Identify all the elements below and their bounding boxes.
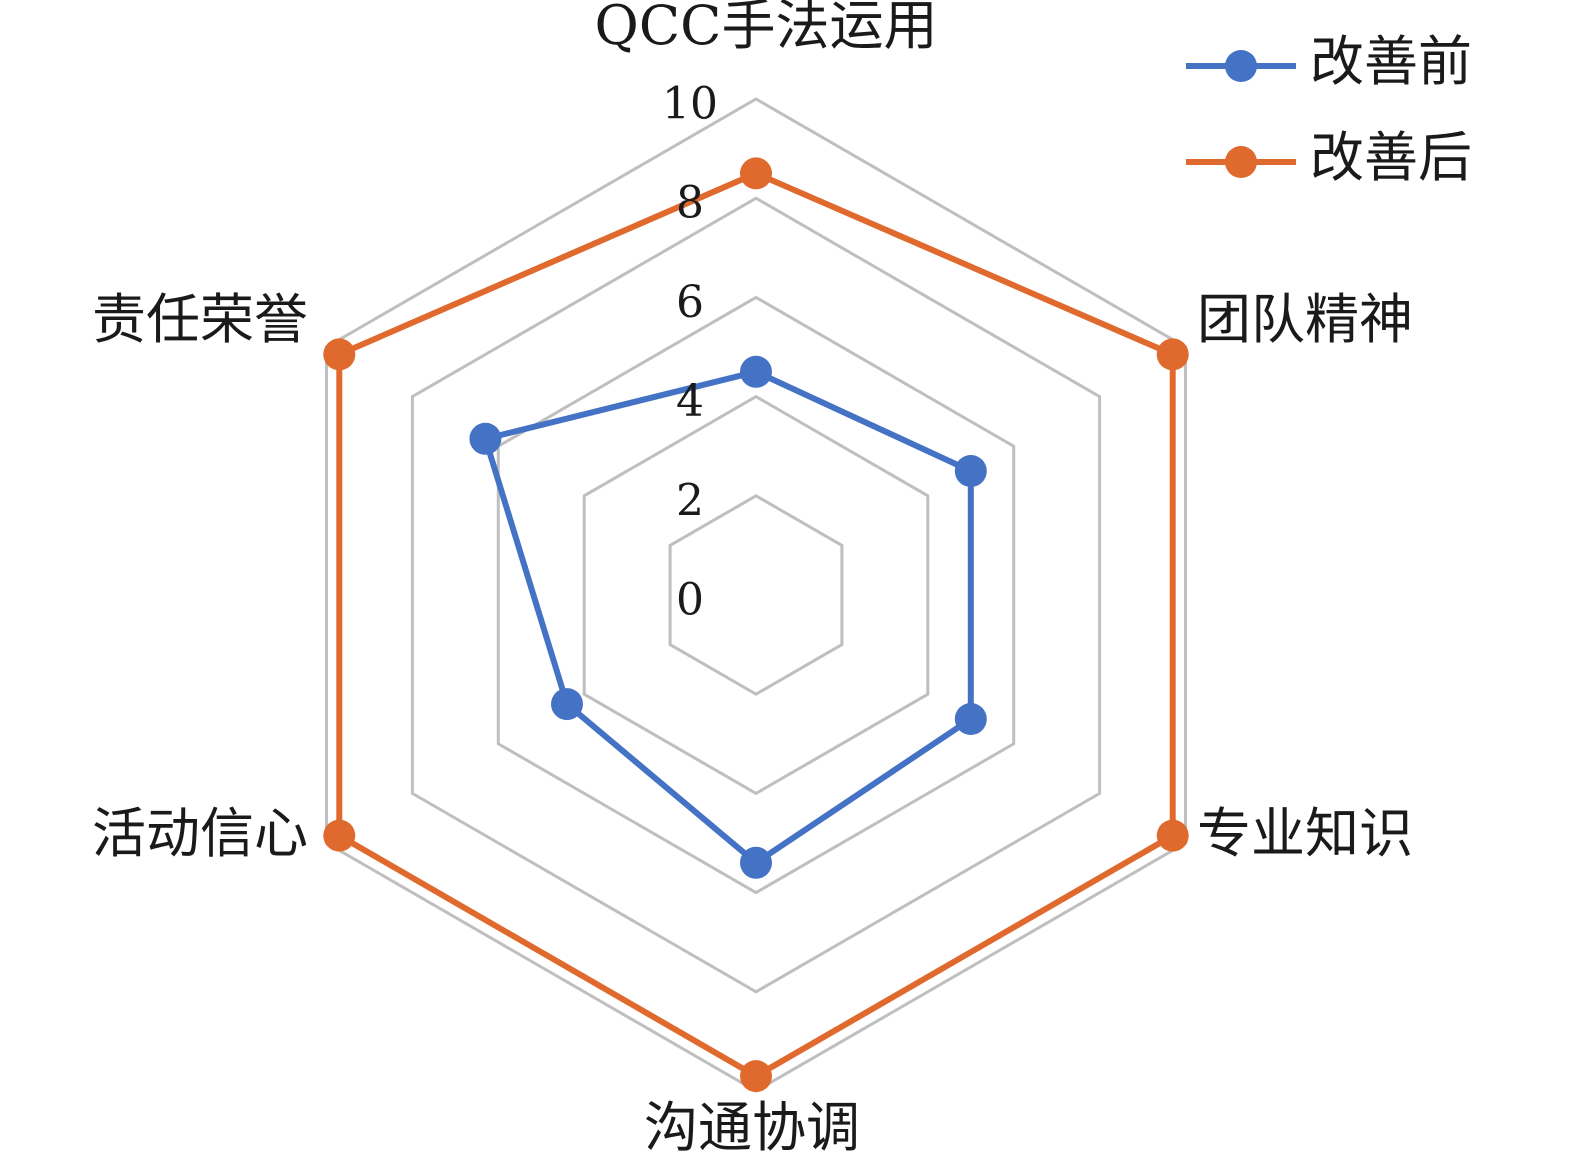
axis-label: 沟通协调 (644, 1096, 860, 1159)
grid-ring-2 (668, 494, 844, 696)
data-point (740, 1060, 772, 1093)
data-point (740, 157, 772, 190)
tick-label: 4 (676, 376, 704, 427)
series-2 (323, 157, 1189, 1093)
axis-label: 活动信心 (92, 802, 308, 865)
series-1 (469, 355, 987, 879)
axis-label: QCC手法运用 (595, 0, 938, 57)
data-point (740, 846, 772, 879)
tick-label: 2 (676, 475, 704, 526)
axis-label: 专业知识 (1197, 802, 1413, 865)
tick-label: 10 (662, 79, 718, 130)
series-line (336, 170, 1176, 1080)
data-point (954, 703, 987, 735)
axis-label: 团队精神 (1197, 288, 1413, 351)
legend-item: 改善后 (1186, 126, 1472, 189)
data-point (954, 455, 987, 487)
legend-label: 改善后 (1310, 126, 1472, 189)
tick-label: 0 (676, 575, 704, 626)
legend-item: 改善前 (1186, 30, 1472, 93)
tick-label: 8 (676, 178, 704, 229)
axis-label: 责任荣誉 (92, 288, 308, 351)
series-line (482, 368, 974, 866)
grid-ring-8 (410, 196, 1102, 994)
data-point (323, 338, 356, 371)
data-point (1156, 819, 1189, 852)
grid-ring-10 (325, 97, 1187, 1093)
data-point (469, 422, 502, 455)
grid-ring-4 (582, 394, 930, 796)
legend-swatch-marker (1225, 50, 1257, 82)
tick-label-layer: 0 2 4 6 8 10 (662, 79, 718, 626)
data-point (1156, 338, 1189, 371)
tick-label: 6 (676, 277, 704, 328)
data-point (740, 355, 772, 388)
grid-layer (325, 97, 1187, 1093)
data-point (323, 819, 356, 852)
legend-label: 改善前 (1310, 30, 1472, 93)
series-layer (323, 157, 1189, 1093)
legend-swatch-marker (1225, 146, 1257, 178)
data-point (551, 688, 583, 721)
